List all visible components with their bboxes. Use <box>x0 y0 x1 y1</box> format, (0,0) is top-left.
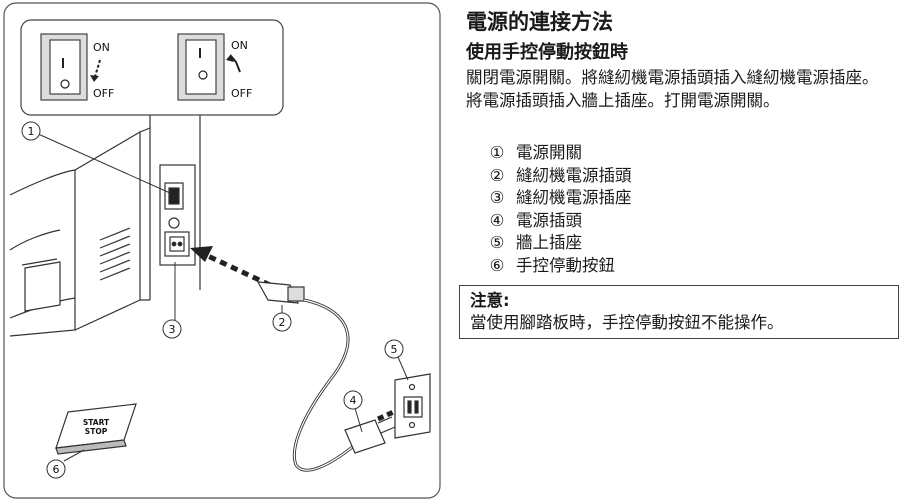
part-number: ④ <box>489 210 505 230</box>
callout-2-label: 2 <box>279 316 286 329</box>
figure-frame <box>3 2 441 499</box>
instructions-text: 關閉電源開關。將縫紉機電源插頭插入縫紉機電源插座。將電源插頭插入牆上插座。打開電… <box>466 68 879 110</box>
section-subtitle: 使用手控停動按鈕時 <box>466 42 628 63</box>
machine-power-plug <box>256 281 305 304</box>
switch-off-position <box>40 33 88 101</box>
start-label: START <box>83 418 110 427</box>
callout-1-label: 1 <box>28 125 35 138</box>
callout-6-leader <box>63 449 85 462</box>
callout-5-leader <box>397 356 409 381</box>
callout-4-circle <box>343 390 363 410</box>
list-item: ④ 電源插頭 <box>487 210 632 233</box>
insert-arrow <box>190 246 272 288</box>
list-item: ② 縫紉機電源插頭 <box>487 165 632 188</box>
callout-5-circle <box>384 339 404 359</box>
list-item: ⑥ 手控停動按鈕 <box>487 255 632 278</box>
note-text: 當使用腳踏板時，手控停動按鈕不能操作。 <box>470 313 784 332</box>
note-box: 注意: 當使用腳踏板時，手控停動按鈕不能操作。 <box>459 285 899 339</box>
part-label: 電源插頭 <box>516 210 582 230</box>
list-item: ① 電源開關 <box>487 142 632 165</box>
callout-4-label: 4 <box>350 394 357 407</box>
stop-label: STOP <box>85 427 108 436</box>
callout-4-leader <box>354 407 363 433</box>
part-number: ⑥ <box>489 255 505 275</box>
list-item: ⑤ 牆上插座 <box>487 232 632 255</box>
callout-3-label: 3 <box>169 323 176 336</box>
switch-off-label-left: OFF <box>93 87 114 100</box>
part-label: 縫紉機電源插頭 <box>516 165 632 185</box>
connection-illustration: ON OFF ON OFF 1 START STOP <box>0 0 445 503</box>
side-panel <box>21 258 61 312</box>
vent-grille <box>99 227 131 281</box>
start-stop-button-illustration <box>55 403 137 455</box>
switch-on-position <box>177 33 225 101</box>
section-title: 電源的連接方法 <box>466 10 613 34</box>
callout-2-circle <box>272 312 292 332</box>
part-number: ⑤ <box>489 233 505 252</box>
callout-5-label: 5 <box>391 343 398 356</box>
part-number: ① <box>489 143 505 162</box>
part-number: ③ <box>489 188 505 207</box>
wall-outlet <box>394 373 431 439</box>
callout-6-circle <box>46 459 66 479</box>
part-number: ② <box>489 165 505 185</box>
callout-3-circle <box>162 319 182 339</box>
parts-list: ① 電源開關 ② 縫紉機電源插頭 ③ 縫紉機電源插座 ④ 電源插頭 ⑤ 牆上插座 ⑥ 手控停… <box>487 142 632 277</box>
callout-1-leader <box>35 132 171 194</box>
callout-6-label: 6 <box>53 463 60 476</box>
switch-on-label-right: ON <box>231 39 248 52</box>
switch-off-label-right: OFF <box>231 87 252 100</box>
switch-on-label-left: ON <box>93 41 110 54</box>
wall-power-plug <box>344 416 396 454</box>
illustration-svg: ON OFF ON OFF 1 START STOP <box>3 2 441 499</box>
machine-power-panel <box>159 164 196 266</box>
list-item: ③ 縫紉機電源插座 <box>487 187 632 210</box>
part-label: 電源開關 <box>516 143 582 162</box>
switch-inset <box>20 19 284 116</box>
part-label: 手控停動按鈕 <box>516 255 615 275</box>
callout-1-circle <box>21 121 41 141</box>
note-title: 注意: <box>470 291 510 310</box>
part-label: 縫紉機電源插座 <box>516 188 632 207</box>
part-label: 牆上插座 <box>516 233 582 252</box>
